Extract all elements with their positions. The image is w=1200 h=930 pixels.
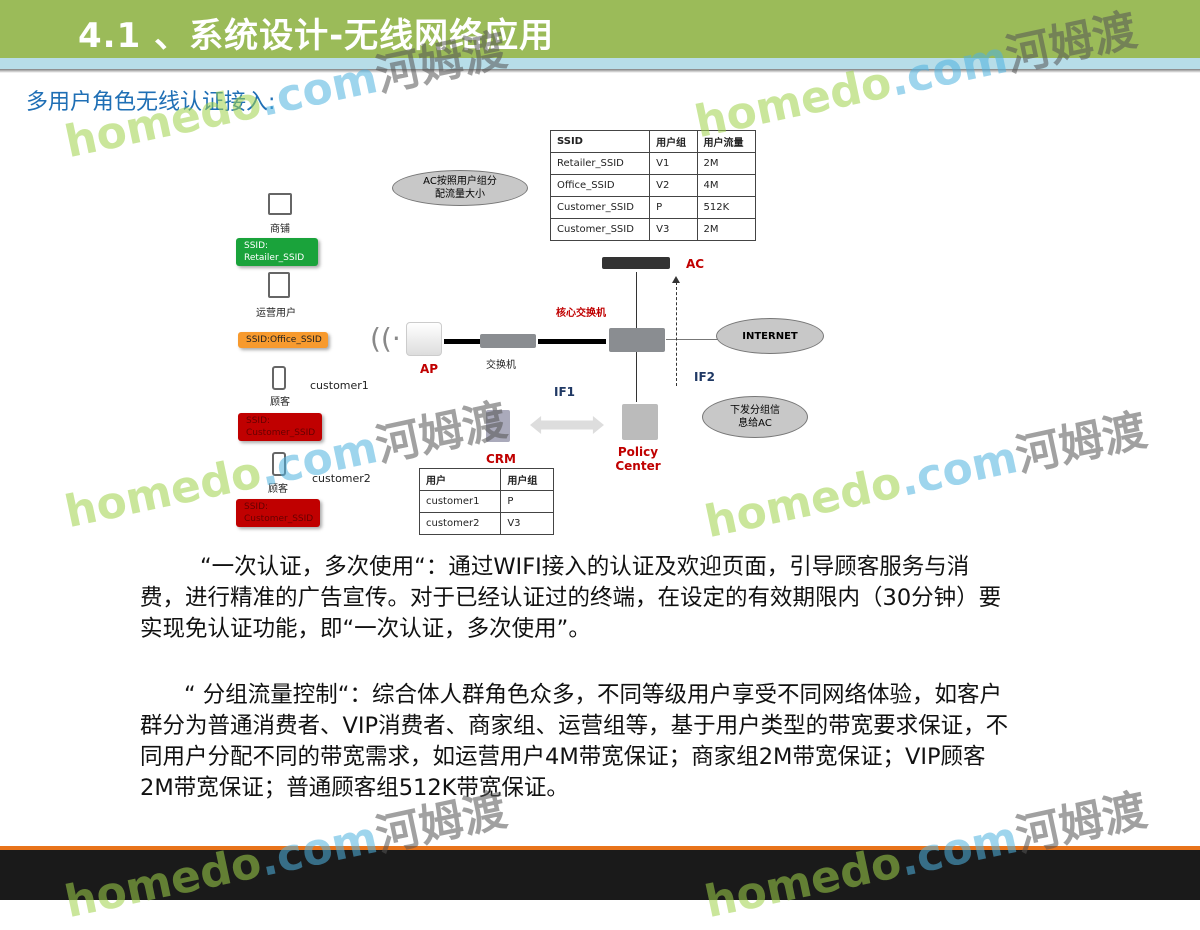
header-cell: 用户: [418, 468, 502, 491]
header-cell: 用户流量: [696, 130, 757, 153]
laptop-icon: [268, 193, 292, 215]
wireless-signal-icon: ((·: [370, 322, 401, 355]
switch-icon: [480, 334, 536, 348]
cell: V3: [649, 218, 698, 241]
customer2-name: customer2: [312, 472, 371, 485]
ssid-tag-office: SSID:Office_SSID: [238, 332, 328, 348]
cell: V1: [649, 152, 698, 175]
if1-double-arrow: [530, 416, 604, 434]
cell: Customer_SSID: [549, 218, 651, 241]
ssid-tag-customer2: SSID: Customer_SSID: [236, 499, 320, 527]
if1-label: IF1: [554, 385, 576, 399]
title-band: [0, 58, 1200, 69]
if2-label: IF2: [694, 370, 716, 384]
phone-icon: [272, 366, 286, 390]
cell: V2: [649, 174, 698, 197]
page-title: 4.1 、系统设计-无线网络应用: [78, 16, 555, 56]
cell: Office_SSID: [549, 174, 651, 197]
link-core-internet: [666, 339, 718, 340]
policy-center-label: Policy Center: [615, 445, 661, 473]
user-label-customer2: 顾客: [268, 484, 288, 495]
cell: P: [500, 490, 554, 513]
cell: Customer_SSID: [549, 196, 651, 219]
table-header: 用户用户组: [418, 468, 554, 491]
header-cell: 用户组: [649, 130, 698, 153]
customer1-name: customer1: [310, 379, 369, 392]
title-bar: 4.1 、系统设计-无线网络应用: [0, 0, 1200, 58]
arrow-head-icon: [672, 276, 680, 283]
link-switch-core: [538, 339, 606, 344]
cell: customer2: [418, 512, 502, 535]
cell: 2M: [696, 218, 757, 241]
divider: [0, 69, 1200, 73]
cloud-policy-note: 下发分组信息给AC: [702, 396, 808, 438]
watermark-text: homedo: [700, 456, 906, 549]
ssid-tag-customer1: SSID: Customer_SSID: [238, 413, 322, 441]
ap-label: AP: [420, 362, 439, 376]
cloud-internet: INTERNET: [716, 318, 824, 354]
phone-icon: [272, 452, 286, 476]
cell: customer1: [418, 490, 502, 513]
link-ap-switch: [444, 339, 480, 344]
ap-device-icon: [406, 322, 442, 356]
policy-center-icon: [622, 404, 658, 440]
paragraph-auth: “一次认证，多次使用“：通过WIFI接入的认证及欢迎页面，引导顾客服务与消费，进…: [140, 554, 1002, 642]
if2-arrow: [676, 282, 677, 386]
cell: 512K: [696, 196, 757, 219]
section-subtitle: 多用户角色无线认证接入:: [26, 90, 276, 115]
cell: Retailer_SSID: [549, 152, 651, 175]
ac-device-icon: [602, 257, 670, 269]
user-label-office: 运营用户: [256, 308, 296, 319]
desktop-icon: [268, 272, 290, 298]
ac-label: AC: [686, 257, 705, 271]
watermark-text: 河姆渡: [1011, 404, 1152, 483]
core-switch-label: 核心交换机: [556, 308, 606, 319]
ssid-tag-retailer: SSID: Retailer_SSID: [236, 238, 318, 266]
watermark-text: .com: [895, 432, 1023, 507]
user-label-customer1: 顾客: [270, 397, 290, 408]
core-switch-icon: [609, 328, 665, 352]
user-label-retailer: 商铺: [270, 224, 290, 235]
header-cell: 用户组: [500, 468, 554, 491]
link-core-ac: [636, 272, 637, 342]
cell: 2M: [696, 152, 757, 175]
switch-label: 交换机: [486, 360, 516, 371]
crm-server-icon: [486, 410, 510, 442]
cloud-ac-note: AC按照用户组分配流量大小: [392, 170, 528, 206]
cell: V3: [500, 512, 554, 535]
crm-label: CRM: [486, 452, 516, 466]
link-core-policy: [636, 352, 637, 402]
paragraph-traffic: “ 分组流量控制“：综合体人群角色众多，不同等级用户享受不同网络体验，如客户群分…: [140, 682, 1009, 801]
header-cell: SSID: [549, 130, 651, 153]
cell: P: [649, 196, 698, 219]
cell: 4M: [696, 174, 757, 197]
watermark-text: homedo: [60, 446, 266, 539]
footer-bar: [0, 846, 1200, 900]
